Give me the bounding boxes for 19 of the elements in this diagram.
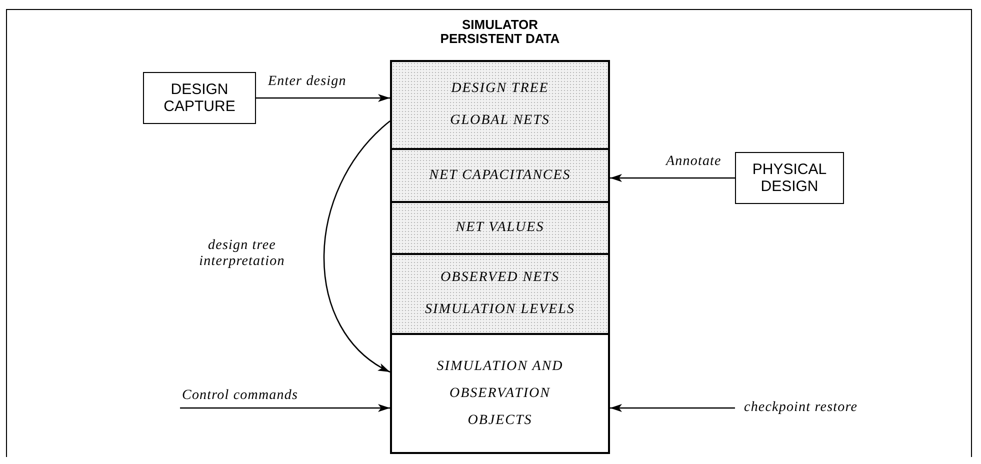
edge-label: checkpoint restore (742, 400, 860, 416)
section-text: SIMULATION LEVELS (425, 302, 575, 318)
stack-heading: SIMULATOR PERSISTENT DATA (439, 18, 561, 46)
arrow (610, 174, 735, 182)
arrow (323, 120, 390, 373)
data-section (390, 60, 610, 150)
data-section: SIMULATION AND OBSERVATION OBJECTS (390, 333, 610, 454)
section-text: OBSERVED NETS (440, 270, 560, 286)
arrow (180, 404, 390, 412)
arrow (610, 404, 735, 412)
process-box: PHYSICAL DESIGN (735, 152, 844, 204)
data-section (390, 253, 610, 335)
data-section: NET CAPACITANCES (390, 148, 610, 203)
arrow (256, 94, 390, 102)
process-box: DESIGN CAPTURE (143, 72, 256, 124)
section-text: GLOBAL NETS (450, 113, 550, 129)
section-text: DESIGN TREE (451, 81, 549, 97)
data-section: NET VALUES (390, 201, 610, 255)
edge-label: Enter design (266, 74, 348, 90)
